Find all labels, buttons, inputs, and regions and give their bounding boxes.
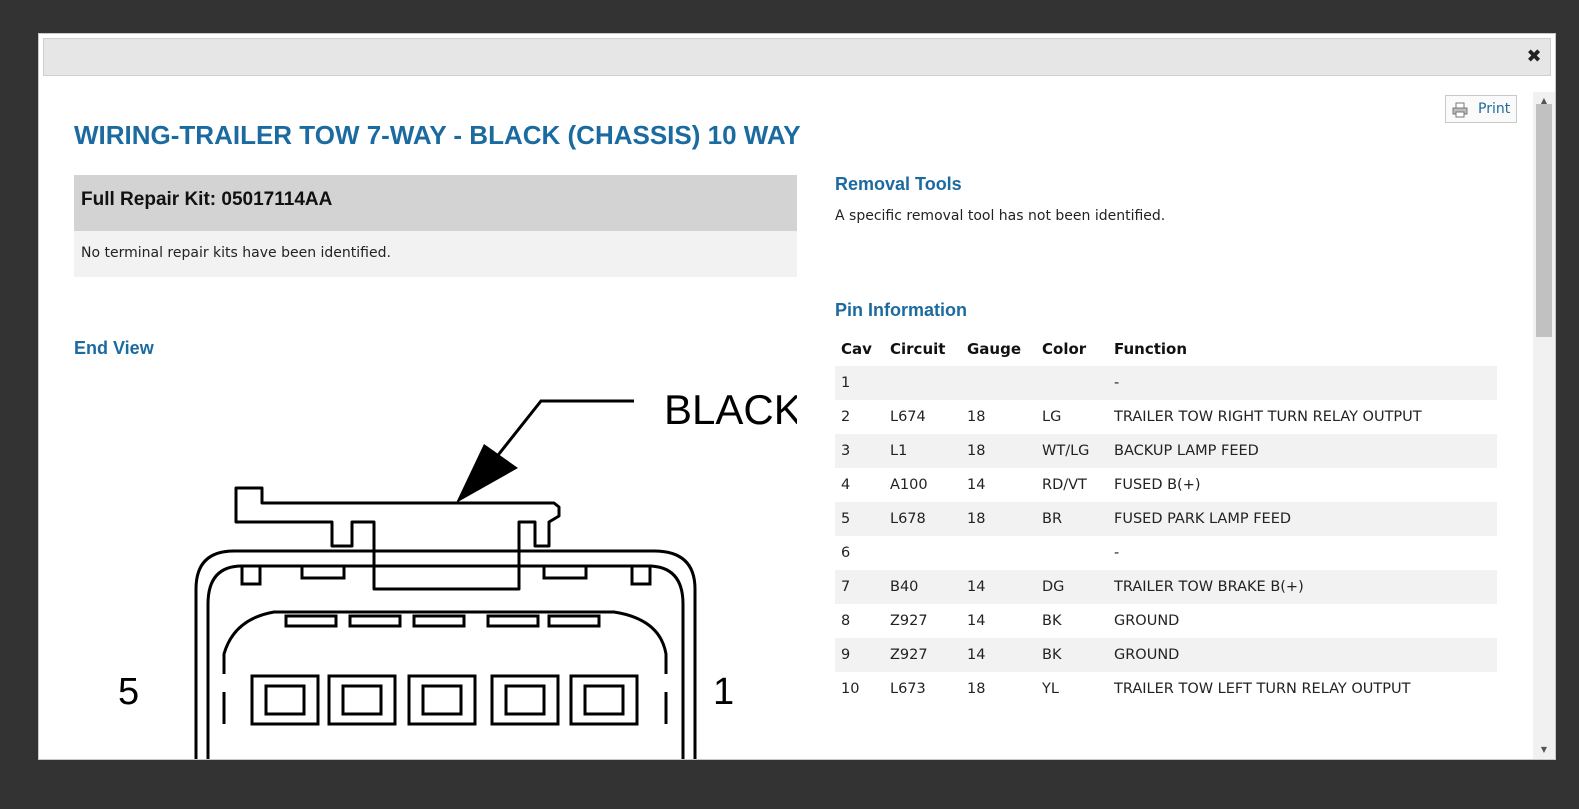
pin-5-label: 5: [118, 671, 139, 713]
scroll-down-arrow-icon[interactable]: ▼: [1540, 745, 1548, 754]
cell-circuit: L674: [890, 409, 926, 425]
cell-circuit: L1: [890, 443, 908, 459]
cell-gauge: 14: [967, 613, 986, 629]
removal-tools-text: A specific removal tool has not been ide…: [835, 208, 1166, 224]
cell-gauge: [961, 366, 1036, 400]
connector-diagram-svg: BLACK 5 1: [118, 386, 802, 759]
repair-kit-panel: Full Repair Kit: 05017114AA No terminal …: [74, 175, 797, 277]
cell-color: BK: [1042, 613, 1062, 629]
column-header-gauge: Gauge: [967, 340, 1022, 358]
cell-cav: 8: [841, 613, 851, 629]
cell-gauge: [961, 536, 1036, 570]
cell-function: GROUND: [1114, 647, 1180, 663]
column-header-color: Color: [1042, 340, 1087, 358]
cell-function: GROUND: [1114, 613, 1180, 629]
cell-function: -: [1114, 375, 1120, 391]
modal-titlebar: ✖: [43, 38, 1551, 76]
cell-circuit: B40: [890, 579, 919, 595]
cell-cav: 9: [841, 647, 851, 663]
table-row: 9 Z927 14 BK GROUND: [835, 638, 1497, 672]
pin-1-label: 1: [713, 671, 734, 713]
cell-gauge: 18: [967, 409, 986, 425]
cell-cav: 10: [841, 681, 860, 697]
table-row: 3 L1 18 WT/LG BACKUP LAMP FEED: [835, 434, 1497, 468]
table-header-row: Cav Circuit Gauge Color Function: [835, 332, 1497, 366]
cell-gauge: 14: [967, 579, 986, 595]
cell-cav: 1: [841, 375, 851, 391]
end-view-heading: End View: [74, 338, 154, 358]
cell-cav: 4: [841, 477, 851, 493]
cell-gauge: 18: [967, 443, 986, 459]
table-row: 6 -: [835, 536, 1497, 570]
cell-cav: 7: [841, 579, 851, 595]
table-row: 8 Z927 14 BK GROUND: [835, 604, 1497, 638]
cell-color: RD/VT: [1042, 477, 1087, 493]
print-label: Print: [1478, 101, 1511, 117]
repair-kit-header: Full Repair Kit: 05017114AA: [74, 175, 797, 231]
cell-cav: 5: [841, 511, 851, 527]
connector-outer-shell: [194, 549, 697, 759]
color-callout-arrow: [456, 399, 634, 503]
table-row: 1 -: [835, 366, 1497, 400]
cell-gauge: 18: [967, 681, 986, 697]
vertical-scrollbar[interactable]: ▲ ▼: [1533, 92, 1555, 759]
cell-function: FUSED PARK LAMP FEED: [1114, 511, 1292, 527]
cell-cav: 3: [841, 443, 851, 459]
column-header-function: Function: [1114, 340, 1188, 358]
cell-cav: 6: [841, 545, 851, 561]
cell-circuit: L678: [890, 511, 926, 527]
cell-circuit: A100: [890, 477, 928, 493]
cell-color: BK: [1042, 647, 1062, 663]
connector-inner-shell: [206, 564, 685, 759]
scroll-up-arrow-icon[interactable]: ▲: [1540, 96, 1548, 105]
column-header-circuit: Circuit: [890, 340, 946, 358]
cell-circuit: [884, 366, 961, 400]
scrollbar-thumb[interactable]: [1536, 104, 1552, 337]
page-title: WIRING-TRAILER TOW 7-WAY - BLACK (CHASSI…: [74, 120, 801, 150]
cell-circuit: [884, 536, 961, 570]
cell-color: [1036, 366, 1108, 400]
cell-color: YL: [1042, 681, 1059, 697]
cell-cav: 2: [841, 409, 851, 425]
pin-information-table: Cav Circuit Gauge Color Function 1 - 2 L…: [835, 332, 1497, 706]
cell-circuit: L673: [890, 681, 926, 697]
cell-gauge: 14: [967, 477, 986, 493]
column-header-cav: Cav: [841, 340, 872, 358]
cell-function: TRAILER TOW RIGHT TURN RELAY OUTPUT: [1114, 409, 1422, 425]
cell-gauge: 18: [967, 511, 986, 527]
printer-icon: [1452, 102, 1468, 118]
close-icon[interactable]: ✖: [1526, 46, 1542, 67]
table-row: 2 L674 18 LG TRAILER TOW RIGHT TURN RELA…: [835, 400, 1497, 434]
pin-information-heading: Pin Information: [835, 300, 967, 320]
cell-function: TRAILER TOW BRAKE B(+): [1114, 579, 1304, 595]
cell-color: LG: [1042, 409, 1062, 425]
connector-inner-arc: [222, 610, 668, 674]
cell-color: WT/LG: [1042, 443, 1090, 459]
table-row: 5 L678 18 BR FUSED PARK LAMP FEED: [835, 502, 1497, 536]
cell-function: FUSED B(+): [1114, 477, 1201, 493]
connector-end-view-diagram: BLACK 5 1: [74, 374, 802, 759]
table-row: 10 L673 18 YL TRAILER TOW LEFT TURN RELA…: [835, 672, 1497, 706]
table-row: 7 B40 14 DG TRAILER TOW BRAKE B(+): [835, 570, 1497, 604]
connector-cavities: [222, 674, 668, 726]
cell-function: -: [1114, 545, 1120, 561]
print-button[interactable]: Print: [1445, 95, 1517, 123]
connector-color-label: BLACK: [664, 386, 797, 433]
removal-tools-heading: Removal Tools: [835, 174, 962, 194]
cell-function: TRAILER TOW LEFT TURN RELAY OUTPUT: [1114, 681, 1411, 697]
connector-slots: [240, 564, 652, 628]
cell-function: BACKUP LAMP FEED: [1114, 443, 1259, 459]
table-row: 4 A100 14 RD/VT FUSED B(+): [835, 468, 1497, 502]
repair-kit-body: No terminal repair kits have been identi…: [74, 231, 797, 277]
cell-gauge: 14: [967, 647, 986, 663]
cell-circuit: Z927: [890, 647, 928, 663]
cell-color: DG: [1042, 579, 1065, 595]
cell-color: [1036, 536, 1108, 570]
cell-circuit: Z927: [890, 613, 928, 629]
cell-color: BR: [1042, 511, 1063, 527]
modal-dialog: ✖ Print WIRING-TRAILER TOW 7-WAY - BLACK…: [38, 33, 1556, 760]
connector-latch: [234, 486, 561, 591]
